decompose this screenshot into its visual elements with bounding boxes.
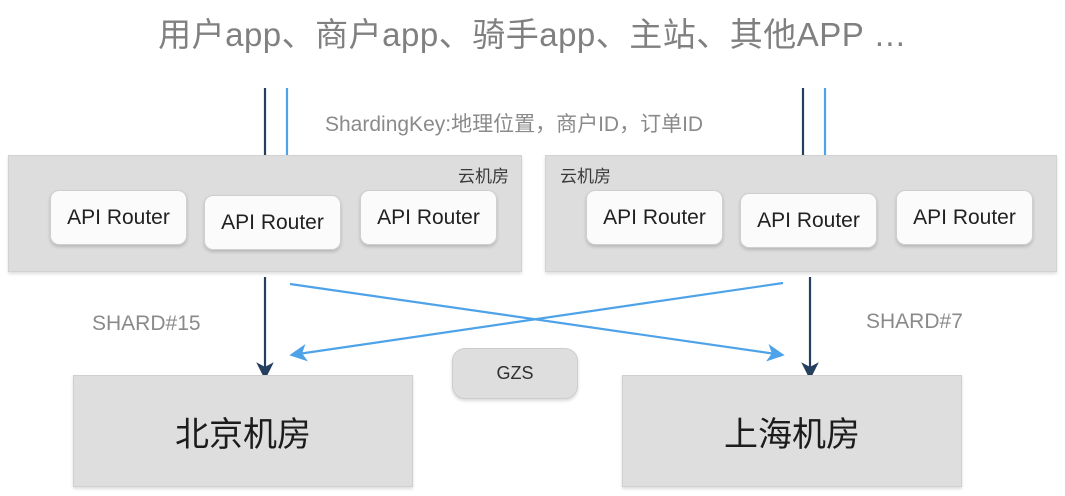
api-router-right-2[interactable]: API Router	[740, 193, 877, 248]
api-router-left-1[interactable]: API Router	[50, 190, 187, 245]
cross-link-arrow-left-to-shanghai	[289, 282, 785, 362]
page-title: 用户app、商户app、骑手app、主站、其他APP …	[158, 16, 907, 53]
shard-label-right: SHARD#7	[866, 310, 963, 333]
api-router-right-3[interactable]: API Router	[896, 190, 1033, 245]
api-router-right-1[interactable]: API Router	[586, 190, 723, 245]
cloud-room-left-label: 云机房	[458, 167, 509, 186]
datacenter-beijing[interactable]: 北京机房	[73, 375, 413, 487]
gzs-node[interactable]: GZS	[452, 348, 578, 399]
api-router-left-3[interactable]: API Router	[360, 190, 497, 245]
shard-label-left: SHARD#15	[92, 312, 201, 335]
api-router-left-2[interactable]: API Router	[204, 195, 341, 250]
datacenter-shanghai[interactable]: 上海机房	[622, 375, 962, 487]
sharding-key-caption: ShardingKey:地理位置，商户ID，订单ID	[325, 113, 704, 136]
cross-link-arrow-right-to-beijing	[289, 281, 784, 362]
cloud-room-right-label: 云机房	[560, 167, 611, 186]
